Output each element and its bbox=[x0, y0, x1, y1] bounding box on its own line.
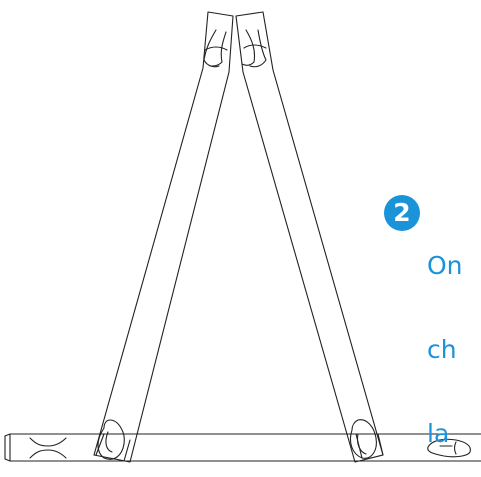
left-diagonal-strap bbox=[93, 11, 234, 463]
horizontal-strap bbox=[4, 433, 481, 462]
step-text-line-1: On bbox=[427, 251, 463, 280]
step-text-line-3: la bbox=[427, 419, 450, 448]
right-diagonal-strap bbox=[235, 11, 384, 463]
step-text-line-2: ch bbox=[427, 335, 457, 364]
step-number-badge: 2 bbox=[384, 195, 420, 231]
step-instruction-text: On ch la bbox=[427, 196, 481, 476]
